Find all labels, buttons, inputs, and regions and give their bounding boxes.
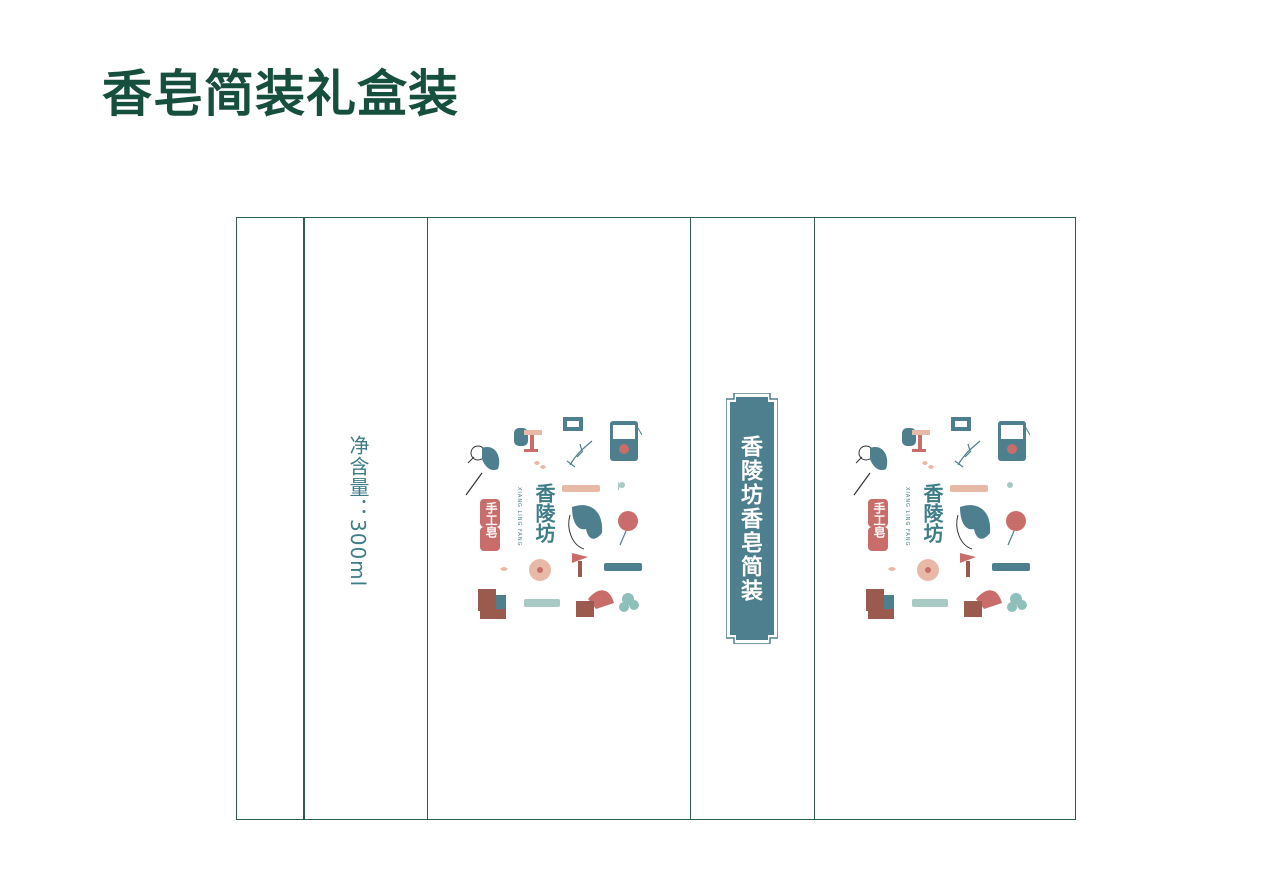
stamp-text: 手工皂: [484, 502, 498, 538]
sewing-machine-icon: [478, 589, 506, 619]
lamp-icon: [514, 428, 542, 452]
brand-illustration-front: 香陵坊 XIANG LING FANG 手工皂: [462, 413, 642, 623]
side-label-text: 香陵坊香皂简装: [737, 434, 763, 603]
brand-name-text-2: 香陵坊: [920, 483, 944, 543]
table-lamp-icon: [572, 553, 588, 577]
gramophone-icon: [576, 590, 614, 617]
stamp-icon: [480, 499, 500, 551]
rose-icon: [618, 511, 638, 546]
soap-box-icon: [563, 417, 583, 431]
glue-flap-fold-line: [303, 217, 305, 820]
brand-illustration-back: 香陵坊 XIANG LING FANG 手工皂: [850, 413, 1030, 623]
flower-cluster-icon: [619, 593, 639, 612]
page-title: 香皂简装礼盒装: [102, 64, 459, 123]
stamp-text-2: 手工皂: [872, 502, 886, 538]
side-panel-2-fold-line: [814, 217, 815, 820]
net-content-text: 净含量：300ml: [346, 435, 370, 588]
woman-face-icon: [568, 505, 603, 550]
brand-pinyin-text-2: XIANG LING FANG: [904, 487, 910, 547]
side-label-badge: 香陵坊香皂简装: [725, 392, 779, 645]
brand-name-text: 香陵坊: [532, 483, 556, 543]
mirror-icon: [465, 445, 500, 496]
box-dieline: [236, 217, 1076, 820]
branch-icon: [566, 440, 593, 468]
brand-pinyin-text: XIANG LING FANG: [516, 487, 522, 547]
front-panel-fold-line: [690, 217, 691, 820]
radio-icon: [610, 420, 642, 461]
fan-icon: [529, 559, 551, 581]
side-panel-fold-line: [427, 217, 428, 820]
